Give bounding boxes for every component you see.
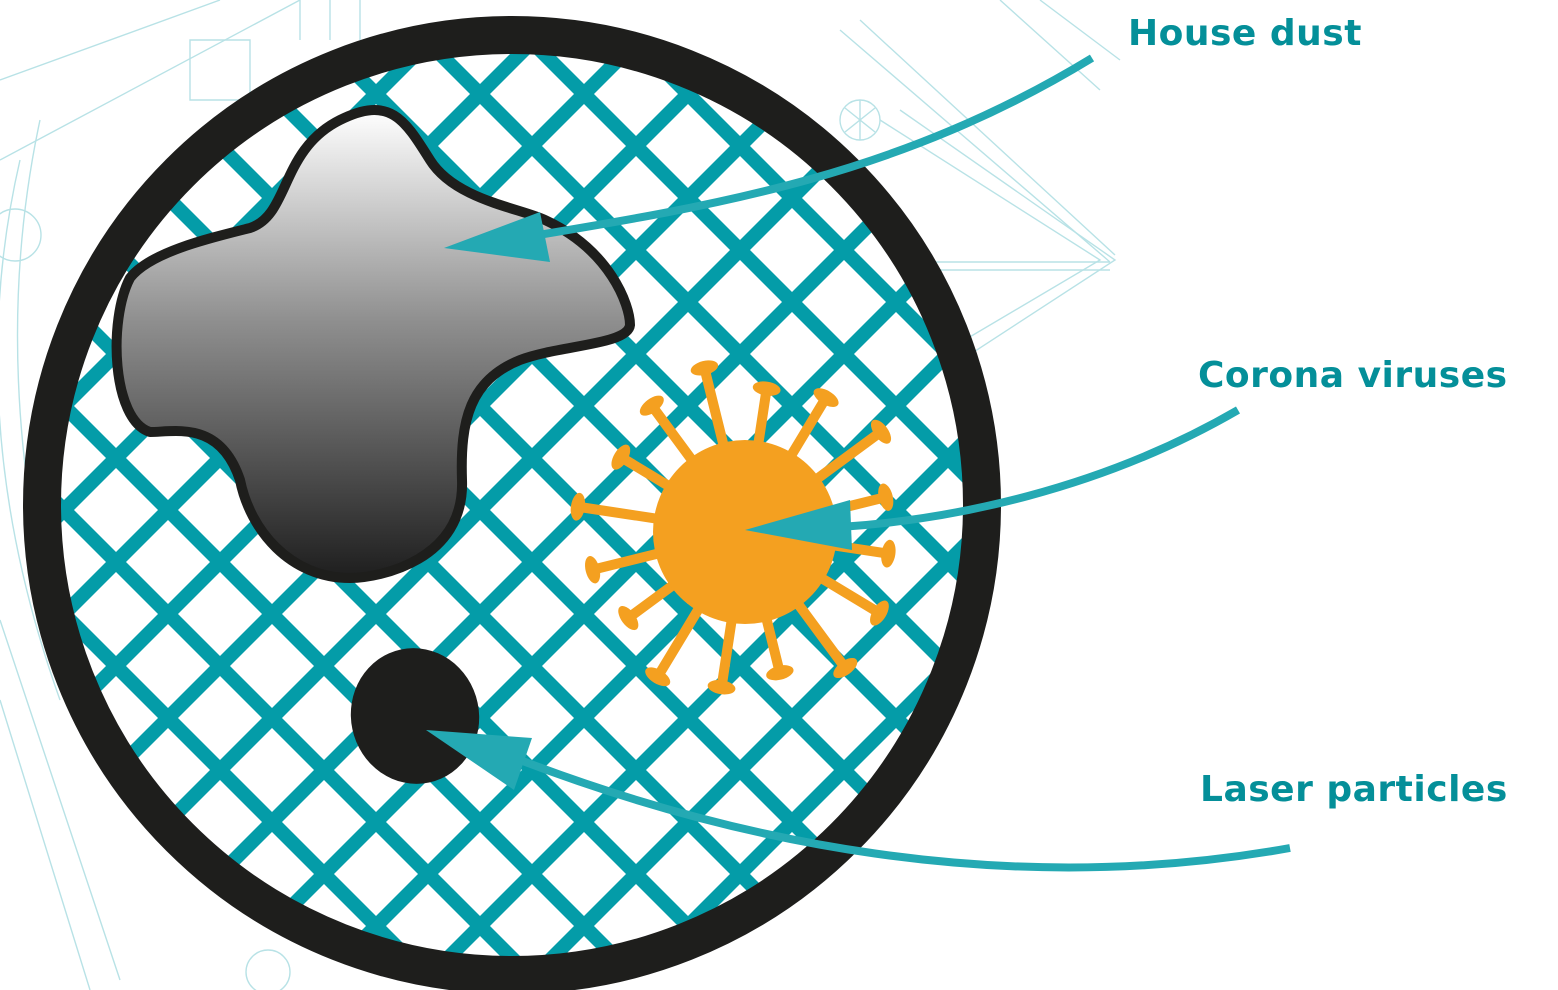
- mesh-hole: [906, 156, 990, 240]
- mesh-hole: [22, 936, 106, 990]
- mesh-hole: [126, 0, 210, 84]
- mesh-hole: [74, 884, 158, 968]
- filter-mesh-icon: [22, 0, 990, 990]
- mesh-hole: [750, 0, 834, 84]
- label-corona-viruses: Corona viruses: [1198, 358, 1508, 394]
- mesh-hole: [802, 884, 886, 968]
- mesh-hole: [854, 832, 938, 916]
- mesh-hole: [74, 52, 158, 136]
- mesh-hole: [906, 780, 990, 864]
- mesh-hole: [22, 832, 106, 916]
- mesh-hole: [854, 0, 938, 84]
- mesh-hole: [854, 936, 938, 990]
- mesh-hole: [22, 0, 106, 84]
- label-house-dust: House dust: [1128, 16, 1362, 52]
- mesh-hole: [906, 884, 990, 968]
- label-laser-particles: Laser particles: [1200, 772, 1508, 808]
- mesh-hole: [126, 936, 210, 990]
- mesh-hole: [750, 936, 834, 990]
